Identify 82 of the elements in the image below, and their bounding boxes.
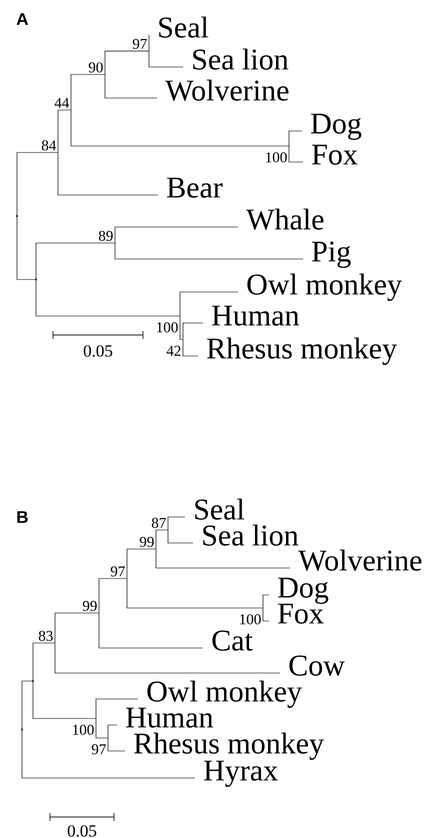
- tree-branch: [58, 152, 158, 196]
- tree-branch: [182, 339, 198, 356]
- taxon-label: Pig: [312, 242, 351, 268]
- tree-branch: [156, 548, 290, 568]
- tree-branch: [96, 698, 138, 719]
- bootstrap-value: 100: [73, 724, 94, 735]
- taxon-label: Rhesus monkey: [134, 732, 324, 760]
- tree-branch: [182, 322, 204, 340]
- taxon-label: Fox: [312, 144, 358, 165]
- tree-branch: [168, 530, 194, 544]
- taxon-label: Owl monkey: [147, 680, 302, 708]
- tree-branch: [36, 279, 180, 316]
- tree-branch: [288, 146, 304, 162]
- bootstrap-value: 100: [240, 614, 261, 624]
- bootstrap-value: 87: [152, 518, 166, 528]
- taxon-label: Wolverine: [298, 550, 422, 571]
- taxon-label: Seal: [159, 16, 208, 38]
- bootstrap-value: 90: [88, 62, 103, 72]
- tree-branch: [126, 548, 156, 579]
- taxon-label: Cat: [212, 630, 253, 651]
- tree-branch: [54, 642, 280, 674]
- tree-branch: [148, 34, 150, 52]
- taxon-label: Owl monkey: [247, 274, 402, 301]
- tree-branch: [54, 612, 100, 644]
- bootstrap-value: 42: [166, 346, 180, 356]
- tree-branch: [58, 110, 72, 153]
- tree-branch: [168, 516, 186, 530]
- tree-branch: [104, 74, 158, 98]
- tree-branch: [114, 226, 238, 244]
- taxon-label: Dog: [311, 114, 362, 140]
- tree-branch: [156, 530, 168, 550]
- taxon-label: Rhesus monkey: [207, 338, 397, 365]
- bootstrap-value: 89: [98, 230, 113, 241]
- taxon-label: Bear: [167, 178, 223, 198]
- bootstrap-value: 97: [92, 744, 106, 754]
- tree-branch: [288, 130, 302, 146]
- tree-branch: [32, 642, 56, 682]
- taxon-label: Sea lion: [193, 48, 288, 70]
- tree-branch: [126, 578, 264, 608]
- tree-branch: [148, 50, 184, 68]
- tree-branch: [180, 316, 184, 340]
- tree-branch: [180, 292, 238, 316]
- bootstrap-value: 84: [42, 140, 56, 150]
- taxon-label: Human: [126, 708, 214, 728]
- tree-branch: [114, 242, 304, 260]
- tree-branch: [16, 216, 36, 280]
- taxon-label: Fox: [278, 604, 324, 624]
- bootstrap-value: 100: [266, 152, 287, 162]
- tree-branch: [108, 724, 118, 738]
- taxon-label: Human: [212, 306, 300, 326]
- panel-letter: A: [16, 13, 28, 25]
- taxon-label: Whale: [246, 208, 324, 230]
- bootstrap-value: 97: [132, 38, 147, 49]
- tree-branch: [70, 110, 290, 146]
- tree-branch: [104, 50, 150, 75]
- taxon-label: Cow: [289, 656, 345, 676]
- tree-branch: [262, 594, 270, 608]
- panel-letter: B: [17, 511, 28, 523]
- bootstrap-value: 44: [54, 98, 70, 108]
- bootstrap-value: 100: [157, 322, 178, 332]
- tree-branch: [98, 612, 204, 648]
- tree-branch: [16, 152, 58, 216]
- scale-label: 0.05: [68, 825, 96, 837]
- scale-label: 0.05: [84, 345, 112, 357]
- tree-branch: [22, 729, 196, 778]
- tree-branch: [108, 738, 126, 752]
- tree-branch: [70, 74, 106, 110]
- taxon-label: Sea lion: [203, 524, 298, 546]
- taxon-label: Dog: [278, 578, 328, 604]
- tree-branch: [262, 608, 270, 622]
- bootstrap-value: 83: [38, 630, 53, 641]
- taxon-label: Seal: [195, 498, 244, 520]
- bootstrap-value: 99: [82, 600, 97, 611]
- taxon-label: Hyrax: [204, 760, 278, 787]
- bootstrap-value: 99: [140, 536, 154, 547]
- tree-branch: [96, 718, 108, 738]
- tree-branch: [32, 680, 96, 719]
- bootstrap-value: 97: [110, 566, 125, 576]
- tree-branch: [22, 680, 34, 730]
- tree-branch: [36, 242, 116, 280]
- taxon-label: Wolverine: [165, 80, 288, 101]
- tree-branch: [98, 578, 128, 614]
